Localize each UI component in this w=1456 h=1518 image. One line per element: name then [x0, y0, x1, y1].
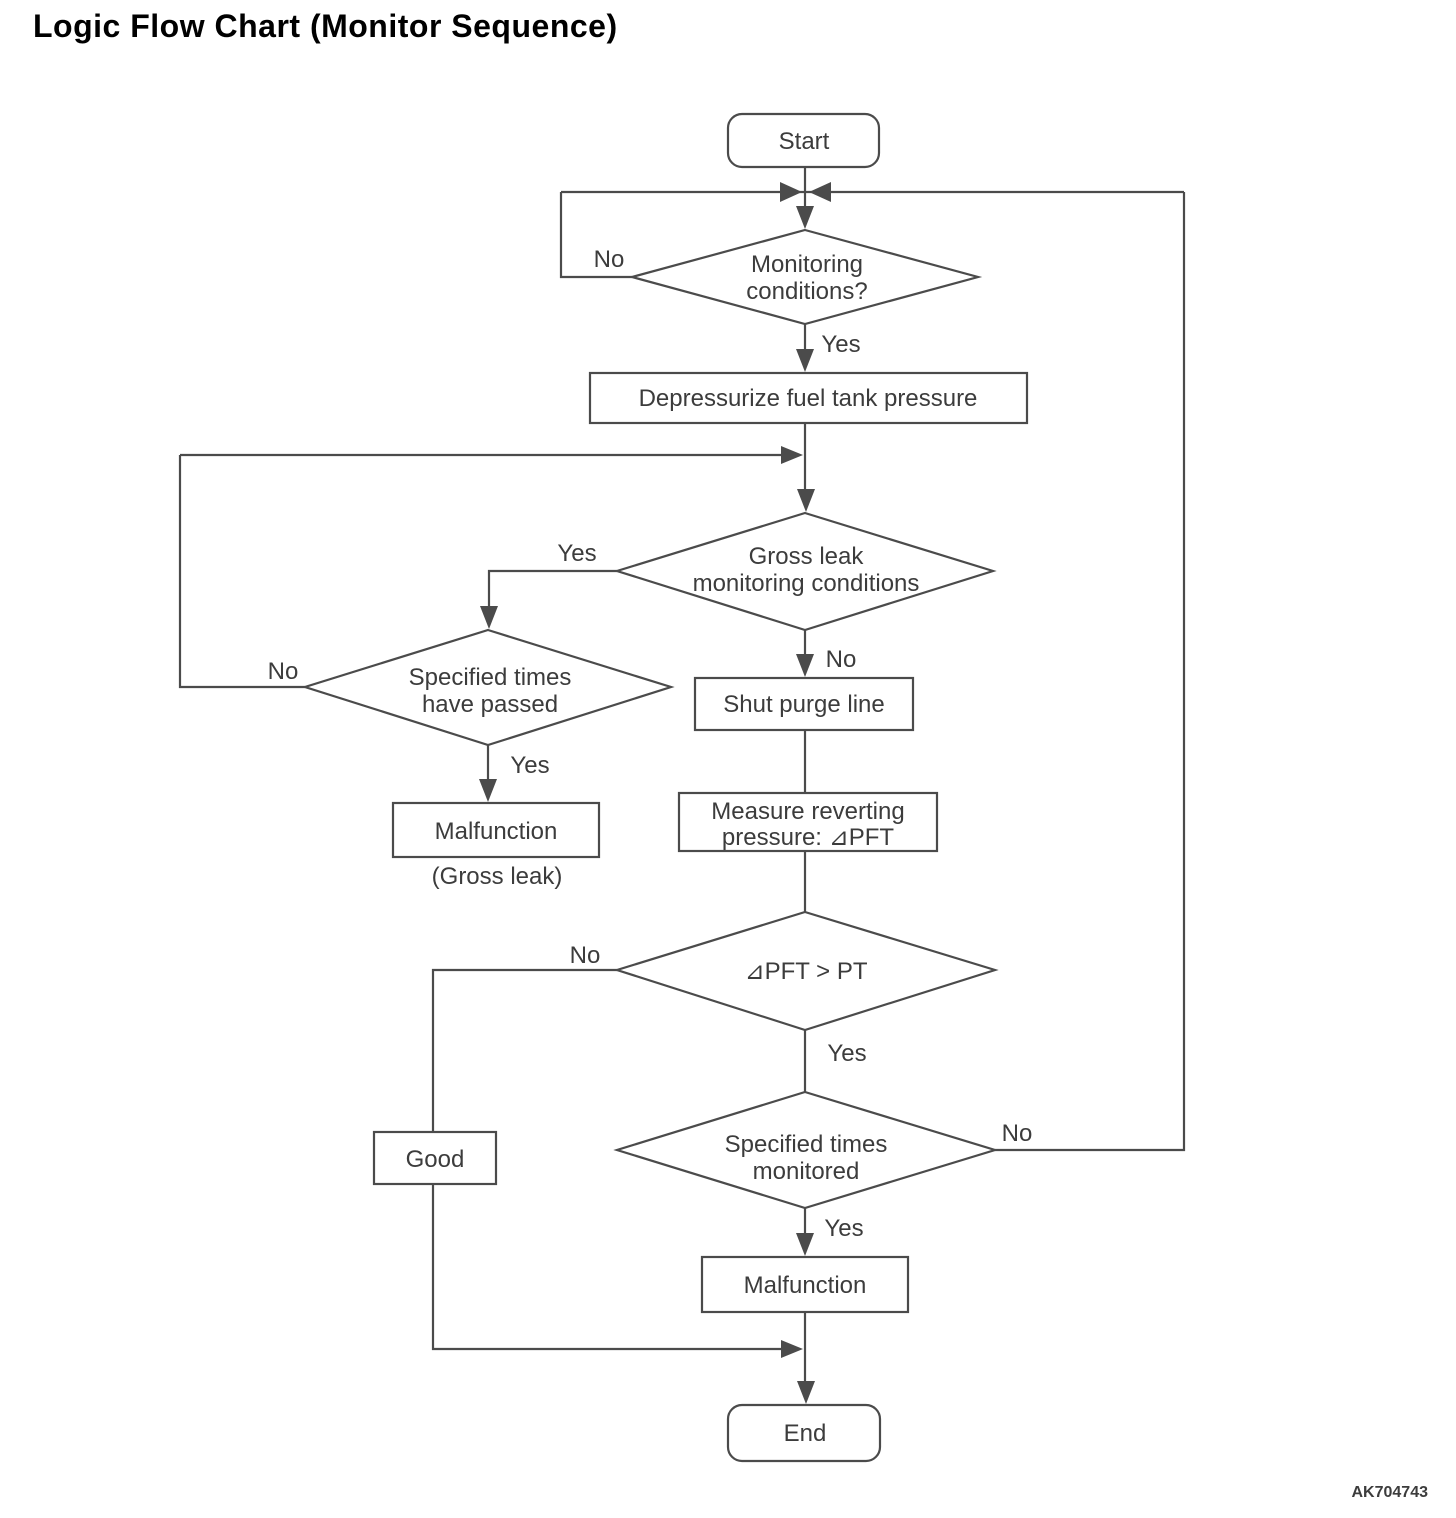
node-good — [372, 1130, 498, 1186]
node-specified-times-passed — [301, 628, 675, 747]
node-measure-pressure — [677, 791, 939, 853]
label-monitored-yes: Yes — [824, 1215, 863, 1242]
node-malfunction-label: Malfunction — [744, 1272, 867, 1299]
node-measure-line1: Measure reverting — [711, 798, 904, 825]
node-monitoring-line1: Monitoring — [751, 251, 863, 278]
node-shut-purge — [693, 676, 915, 732]
node-end — [726, 1403, 882, 1463]
node-malfunction-gross — [391, 801, 601, 859]
arrowhead-into-grossleak — [797, 489, 815, 512]
label-passed-no: No — [268, 658, 299, 685]
arrowhead-into-passed — [480, 606, 498, 629]
node-monitored-line2: monitored — [753, 1158, 860, 1185]
arrowhead-into-malfunction — [796, 1233, 814, 1256]
node-malfunction — [700, 1255, 910, 1314]
node-dpft-compare — [613, 910, 999, 1032]
node-good-label: Good — [406, 1146, 465, 1173]
node-malfunction-gross-caption: (Gross leak) — [432, 863, 563, 890]
arrowhead-into-depressurize — [796, 349, 814, 372]
arrowhead-into-monitoring — [796, 206, 814, 229]
label-passed-yes: Yes — [510, 752, 549, 779]
arrowheads — [479, 182, 831, 1404]
node-start — [726, 112, 881, 169]
page-title: Logic Flow Chart (Monitor Sequence) — [33, 8, 618, 44]
node-monitoring-line2: conditions? — [746, 278, 867, 305]
flow-nodes: Start Monitoring conditions? Depressuriz… — [301, 112, 1029, 1463]
arrowhead-rail-from-left — [780, 182, 802, 202]
arrowhead-rail-from-right — [809, 182, 831, 202]
node-monitored-line1: Specified times — [725, 1131, 888, 1158]
edge-monitored-no-loop — [995, 192, 1186, 1152]
node-gross-leak-conditions — [613, 511, 997, 632]
edge-monitoring-no-loop — [559, 192, 632, 279]
node-gross-leak-line2: monitoring conditions — [693, 570, 920, 597]
edge-good-to-junction — [431, 1185, 782, 1351]
edge-gross-yes — [487, 569, 617, 608]
arrowhead-into-end — [797, 1381, 815, 1404]
edge-passed-no-loop — [178, 455, 305, 689]
label-monitored-no: No — [1002, 1120, 1033, 1147]
label-gross-no: No — [826, 646, 857, 673]
node-passed-line2: have passed — [422, 691, 558, 718]
node-gross-leak-line1: Gross leak — [749, 543, 865, 570]
node-specified-times-monitored — [613, 1090, 999, 1210]
node-start-label: Start — [779, 128, 830, 155]
node-monitoring-conditions — [627, 228, 983, 326]
node-end-label: End — [784, 1420, 827, 1447]
label-gross-yes: Yes — [557, 540, 596, 567]
node-malfunction-gross-label: Malfunction — [435, 818, 558, 845]
node-depressurize-label: Depressurize fuel tank pressure — [639, 385, 978, 412]
label-monitoring-no: No — [594, 246, 625, 273]
edge-dpft-no — [431, 968, 617, 1132]
node-measure-line2: pressure: ⊿PFT — [722, 824, 894, 851]
node-shut-purge-label: Shut purge line — [723, 691, 884, 718]
node-depressurize — [588, 371, 1029, 425]
label-monitoring-yes: Yes — [821, 331, 860, 358]
arrowhead-into-malfunction-gross — [479, 779, 497, 802]
label-dpft-no: No — [570, 942, 601, 969]
arrowhead-into-shutpurge — [796, 654, 814, 677]
arrowhead-retry-into-trunk — [781, 446, 803, 464]
figure-code: AK704743 — [1351, 1484, 1429, 1501]
node-passed-line1: Specified times — [409, 664, 572, 691]
node-dpft-label: ⊿PFT > PT — [744, 958, 867, 985]
arrowhead-good-into-junction — [781, 1340, 803, 1358]
flow-edges — [178, 167, 1186, 1384]
label-dpft-yes: Yes — [827, 1040, 866, 1067]
edge-labels: No Yes Yes No No Yes No Yes No Yes — [268, 246, 1033, 1242]
